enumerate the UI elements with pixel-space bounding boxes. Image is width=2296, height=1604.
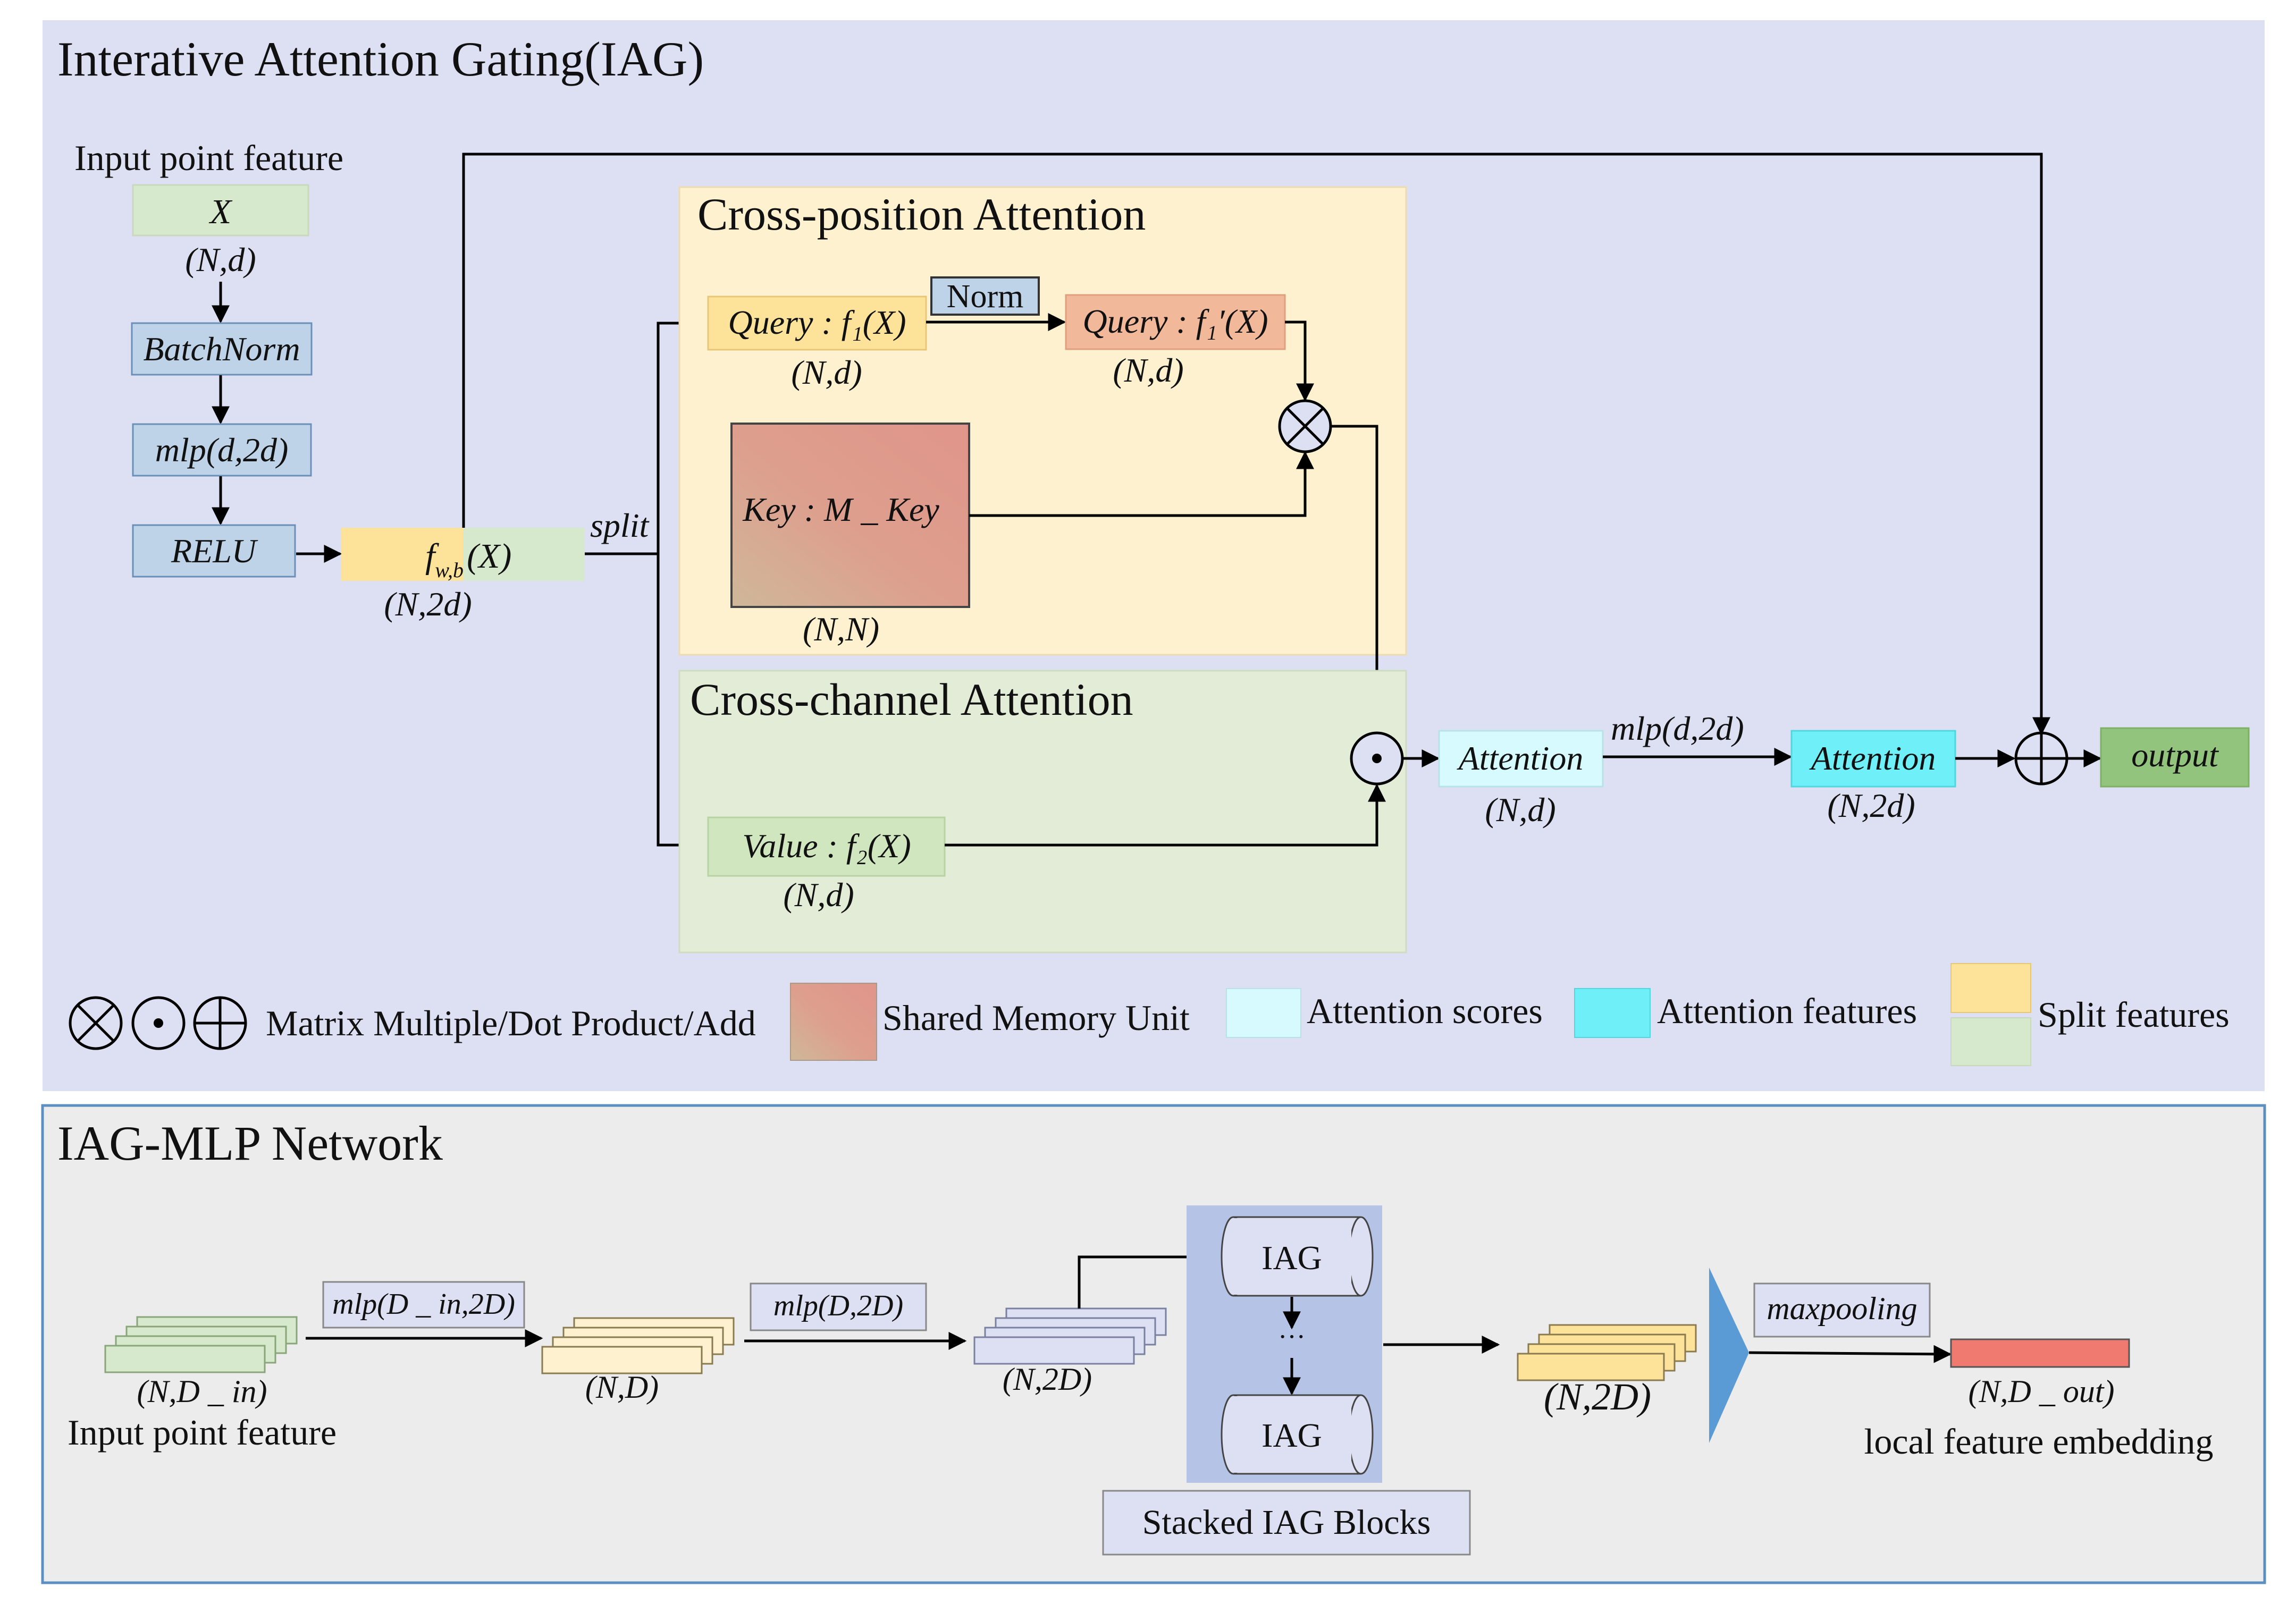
maxpooling-box: maxpooling [1753, 1282, 1931, 1338]
attention-scores-dim: (N,d) [1485, 791, 1555, 829]
svg-text:Query : f₁′(X): Query : f₁′(X) [1083, 302, 1268, 340]
query-prime-dim: (N,d) [1113, 351, 1183, 389]
arrow-multiply-to-dot [1331, 425, 1386, 733]
legend: Matrix Multiple/Dot Product/Add Shared M… [69, 963, 2230, 1066]
legend-add-icon [193, 996, 247, 1050]
iag-title: Interative Attention Gating(IAG) [57, 32, 704, 86]
svg-text:IAG: IAG [1261, 1416, 1322, 1454]
mlp-box: mlp(d,2d) [132, 423, 312, 477]
mlp2-box: mlp(D,2D) [750, 1282, 927, 1331]
legend-attention-features-swatch [1574, 988, 1651, 1038]
dot-product-icon [1350, 731, 1404, 786]
arrow-query-prime-to-multiply [1285, 320, 1314, 402]
value-box: Value : f₂(X) [707, 816, 946, 877]
svg-text:Query : f₁(X): Query : f₁(X) [728, 303, 906, 341]
legend-ops-label: Matrix Multiple/Dot Product/Add [266, 1003, 756, 1043]
legend-memory-swatch [790, 983, 877, 1061]
arrow-stack3-to-iag [1078, 1248, 1230, 1308]
svg-text:BatchNorm: BatchNorm [143, 330, 300, 368]
arrow-key-to-multiply [969, 451, 1314, 517]
residual-skip-line [462, 153, 2050, 736]
legend-split-label: Split features [2038, 994, 2230, 1035]
f-wb-box: fw,b(X) [341, 528, 585, 582]
network-title: IAG-MLP Network [57, 1116, 443, 1170]
svg-text:maxpooling: maxpooling [1767, 1291, 1917, 1326]
x-dim: (N,d) [185, 241, 256, 278]
legend-dot-icon [131, 996, 186, 1050]
svg-text:Attention: Attention [1457, 739, 1584, 777]
query-dim: (N,d) [791, 353, 862, 391]
attention-scores-box: Attention [1438, 730, 1604, 788]
legend-memory-label: Shared Memory Unit [882, 998, 1190, 1038]
dim4-feature-stack [1517, 1324, 1697, 1381]
dim2-label: (N,D) [585, 1370, 659, 1405]
key-dim: (N,N) [803, 610, 879, 648]
batchnorm-box: BatchNorm [131, 322, 313, 376]
legend-attention-features-label: Attention features [1657, 991, 1917, 1031]
key-memory-box: Key : M _ Key [730, 423, 970, 608]
network-input-label: Input point feature [68, 1412, 337, 1453]
legend-attention-scores-swatch [1226, 988, 1301, 1038]
output-dim: (N,D _ out) [1969, 1374, 2115, 1409]
legend-split-green-swatch [1950, 1017, 2031, 1066]
arrow-maxpooling-to-output [1748, 1345, 1952, 1363]
input-feature-stack [104, 1316, 298, 1373]
svg-text:X: X [208, 192, 233, 231]
svg-text:Stacked IAG Blocks: Stacked IAG Blocks [1142, 1503, 1431, 1542]
norm-box: Norm [930, 276, 1040, 316]
f-dim: (N,2d) [384, 585, 472, 623]
attention-features-dim: (N,2d) [1827, 787, 1915, 824]
query-box: Query : f₁(X) [707, 296, 927, 351]
dim3-label: (N,2D) [1003, 1362, 1092, 1397]
svg-text:mlp(D _ in,2D): mlp(D _ in,2D) [332, 1288, 515, 1321]
svg-text:Attention: Attention [1809, 739, 1936, 777]
legend-attention-scores-label: Attention scores [1307, 991, 1543, 1031]
input-point-feature-label: Input point feature [74, 138, 343, 178]
stacked-iag-blocks: IAG ··· IAG [1187, 1205, 1382, 1483]
svg-text:Value : f₂(X): Value : f₂(X) [742, 827, 911, 865]
legend-split-yellow-swatch [1950, 963, 2031, 1013]
svg-text:mlp(D,2D): mlp(D,2D) [773, 1289, 903, 1322]
value-dim: (N,d) [783, 876, 854, 914]
attention-features-box: Attention [1790, 730, 1956, 788]
iag-panel: Interative Attention Gating(IAG) Input p… [43, 20, 2265, 1091]
cross-position-title: Cross-position Attention [697, 189, 1146, 240]
mlp1-box: mlp(D _ in,2D) [322, 1281, 525, 1329]
svg-text:output: output [2131, 736, 2219, 774]
query-prime-box: Query : f₁′(X) [1065, 294, 1286, 350]
svg-text:mlp(d,2d): mlp(d,2d) [155, 431, 289, 469]
iag-mlp-network-panel: IAG-MLP Network (N,D _ in) Input point f… [41, 1104, 2266, 1584]
maxpooling-triangle [1709, 1268, 1749, 1443]
local-feature-embedding-bar [1950, 1338, 2130, 1368]
iag-ellipsis: ··· [1278, 1322, 1306, 1352]
x-box: X [132, 184, 309, 237]
legend-multiply-icon [69, 996, 123, 1050]
relu-box: RELU [132, 524, 296, 578]
arrow-value-to-dot [945, 783, 1386, 847]
add-icon [2014, 731, 2068, 786]
split-label: split [590, 506, 650, 544]
dim2-feature-stack [541, 1317, 735, 1374]
cross-channel-title: Cross-channel Attention [690, 674, 1133, 725]
dim3-feature-stack [973, 1307, 1167, 1365]
dim4-label: (N,2D) [1544, 1375, 1651, 1418]
svg-text:Norm: Norm [947, 278, 1024, 315]
svg-text:Key : M _ Key: Key : M _ Key [742, 491, 939, 528]
stacked-iag-label-box: Stacked IAG Blocks [1102, 1490, 1471, 1556]
cross-channel-attention-block: Cross-channel Attention Value : f₂(X) (N… [678, 670, 1407, 953]
mlp-edge-label: mlp(d,2d) [1611, 710, 1744, 747]
cross-position-attention-block: Cross-position Attention Query : f₁(X) (… [678, 186, 1407, 656]
output-box: output [2100, 727, 2250, 788]
local-feature-embedding-label: local feature embedding [1864, 1421, 2213, 1462]
input-dim: (N,D _ in) [137, 1374, 267, 1409]
svg-text:IAG: IAG [1261, 1239, 1322, 1277]
matrix-multiply-icon [1278, 399, 1332, 453]
iag-block-bottom: IAG [1221, 1394, 1374, 1475]
iag-block-top: IAG [1221, 1216, 1374, 1297]
svg-text:RELU: RELU [171, 532, 258, 570]
